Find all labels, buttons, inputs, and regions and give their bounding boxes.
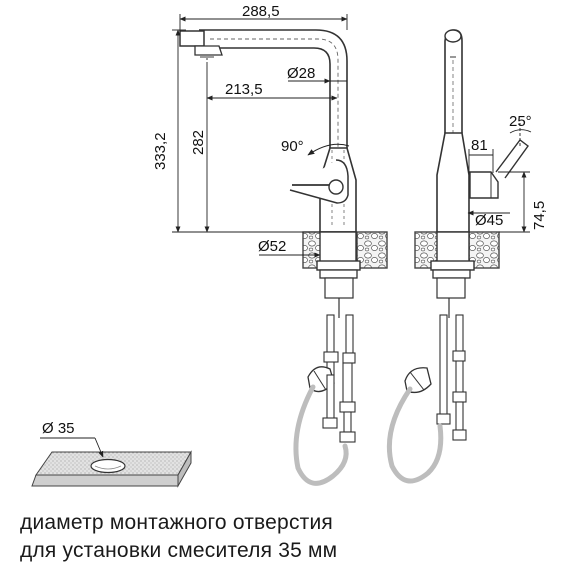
spray-head (179, 30, 205, 47)
caption-line-2: для установки смесителя 35 мм (20, 539, 338, 562)
dim-total-height: 333,2 (152, 132, 169, 170)
front-view-dimensions (172, 14, 348, 258)
mounting-hole (90, 458, 126, 474)
side-spout (444, 29, 463, 133)
caption-line-1: диаметр монтажного отверстия (20, 511, 333, 534)
supply-hose-left (326, 314, 335, 376)
dim-total-reach: 288,5 (242, 3, 280, 20)
mounting-hole-slab (31, 437, 192, 488)
front-view (179, 29, 388, 486)
dim-body-diameter: Ø45 (475, 212, 503, 229)
dim-base-diameter: Ø52 (258, 238, 286, 255)
dim-handle-tilt: 25° (509, 113, 532, 130)
spout-tube (199, 29, 348, 148)
dim-lever-angle: 90° (281, 138, 304, 155)
side-view-dimensions (467, 123, 532, 233)
supply-hose-right (345, 314, 354, 354)
pull-out-hose (293, 384, 349, 486)
side-pull-out-hose (386, 386, 444, 484)
dim-hole-diameter: Ø 35 (42, 420, 75, 437)
dim-spout-reach: 213,5 (225, 81, 263, 98)
mounting-nut (319, 269, 358, 279)
dim-handle-offset: 81 (471, 137, 488, 154)
side-lever (469, 171, 499, 199)
dim-handle-height: 74,5 (531, 201, 548, 230)
side-body (436, 132, 470, 233)
side-view (386, 29, 529, 484)
countertop-section-right (356, 231, 388, 269)
angle-arc-90 (307, 143, 350, 156)
dim-spout-height: 282 (190, 130, 207, 155)
dim-spout-diameter: Ø28 (287, 65, 315, 82)
